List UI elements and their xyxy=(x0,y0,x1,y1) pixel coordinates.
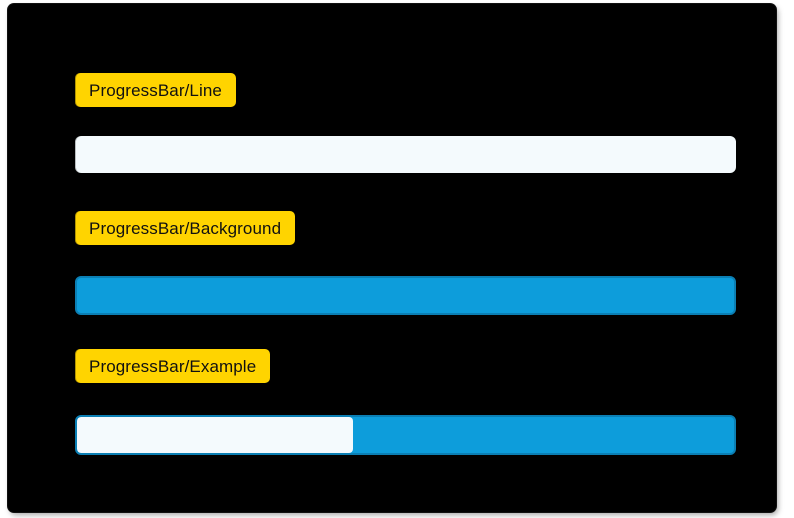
layer-name-chip-background[interactable]: ProgressBar/Background xyxy=(75,211,296,245)
progressbar-line[interactable] xyxy=(75,136,736,173)
layer-name-chip-example[interactable]: ProgressBar/Example xyxy=(75,349,271,383)
progressbar-background[interactable] xyxy=(75,276,736,315)
progressbar-example-fill xyxy=(77,417,353,453)
component-preview-canvas: ProgressBar/Line ProgressBar/Background … xyxy=(8,4,776,512)
progressbar-example[interactable] xyxy=(75,415,736,455)
layer-name-chip-line[interactable]: ProgressBar/Line xyxy=(75,73,236,107)
